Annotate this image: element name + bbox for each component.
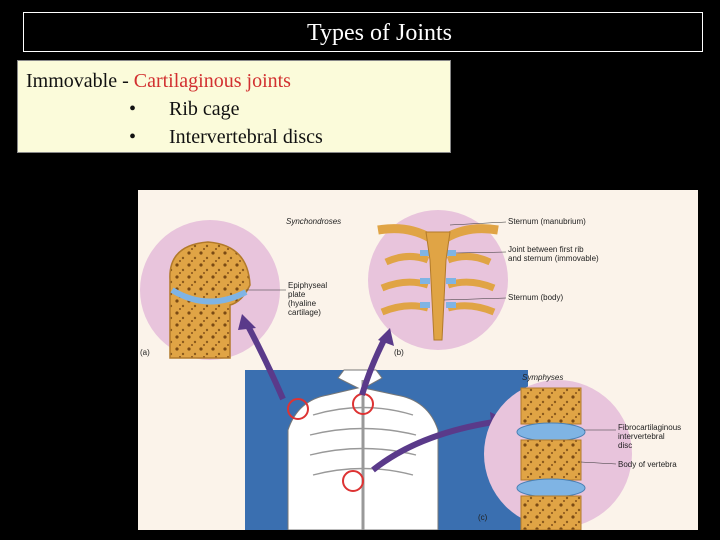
fibrocartilage-label: disc bbox=[618, 441, 632, 450]
epiphyseal-label: plate bbox=[288, 290, 306, 299]
panel-a-label: (a) bbox=[140, 348, 150, 357]
symphyses-title: Symphyses bbox=[522, 373, 563, 382]
bullet-text: Rib cage bbox=[169, 98, 240, 120]
slide-title: Types of Joints bbox=[23, 12, 703, 52]
panel-b-label: (b) bbox=[394, 348, 404, 357]
fibrocartilage-label: Fibrocartilaginous bbox=[618, 423, 681, 432]
costal-cartilage-shape bbox=[446, 278, 456, 284]
bullet-text: Intervertebral discs bbox=[169, 126, 323, 148]
panel-c-label: (c) bbox=[478, 513, 488, 522]
bullet-item: •Intervertebral discs bbox=[26, 123, 442, 151]
vertebra-body-shape bbox=[521, 440, 581, 480]
sternum-body-label: Sternum (body) bbox=[508, 293, 563, 302]
heading-line: Immovable - Cartilaginous joints bbox=[26, 67, 442, 95]
anatomy-illustration: Synchondroses Epiphyseal plate (hyaline … bbox=[138, 190, 698, 530]
epiphyseal-label: cartilage) bbox=[288, 308, 321, 317]
panel-b-sternum: Sternum (manubrium) Joint between first … bbox=[368, 210, 599, 357]
epiphyseal-label: Epiphyseal bbox=[288, 281, 327, 290]
joint-label: Joint between first rib bbox=[508, 245, 584, 254]
fibrocartilage-label: intervertebral bbox=[618, 432, 665, 441]
epiphyseal-label: (hyaline bbox=[288, 299, 317, 308]
sternum-manubrium-label: Sternum (manubrium) bbox=[508, 217, 586, 226]
costal-cartilage-shape bbox=[420, 278, 430, 284]
joint-anatomy-figure: Synchondroses Epiphyseal plate (hyaline … bbox=[138, 190, 698, 530]
synchondroses-title: Synchondroses bbox=[286, 217, 341, 226]
intervertebral-disc-shape bbox=[517, 423, 585, 441]
costal-cartilage-shape bbox=[446, 302, 456, 308]
bullet-icon: • bbox=[129, 95, 169, 123]
immovable-label: Immovable - bbox=[26, 70, 134, 92]
joint-label: and sternum (immovable) bbox=[508, 254, 599, 263]
bullet-icon: • bbox=[129, 123, 169, 151]
content-textbox: Immovable - Cartilaginous joints •Rib ca… bbox=[17, 60, 451, 153]
vertebra-body-shape bbox=[521, 388, 581, 424]
panel-a-epiphyseal: Synchondroses Epiphyseal plate (hyaline … bbox=[140, 217, 341, 360]
vertebra-body-shape bbox=[521, 496, 581, 530]
vertebra-label: Body of vertebra bbox=[618, 460, 677, 469]
costal-cartilage-shape bbox=[420, 302, 430, 308]
intervertebral-disc-shape bbox=[517, 479, 585, 497]
cartilaginous-label: Cartilaginous joints bbox=[134, 70, 291, 92]
bullet-item: •Rib cage bbox=[26, 95, 442, 123]
